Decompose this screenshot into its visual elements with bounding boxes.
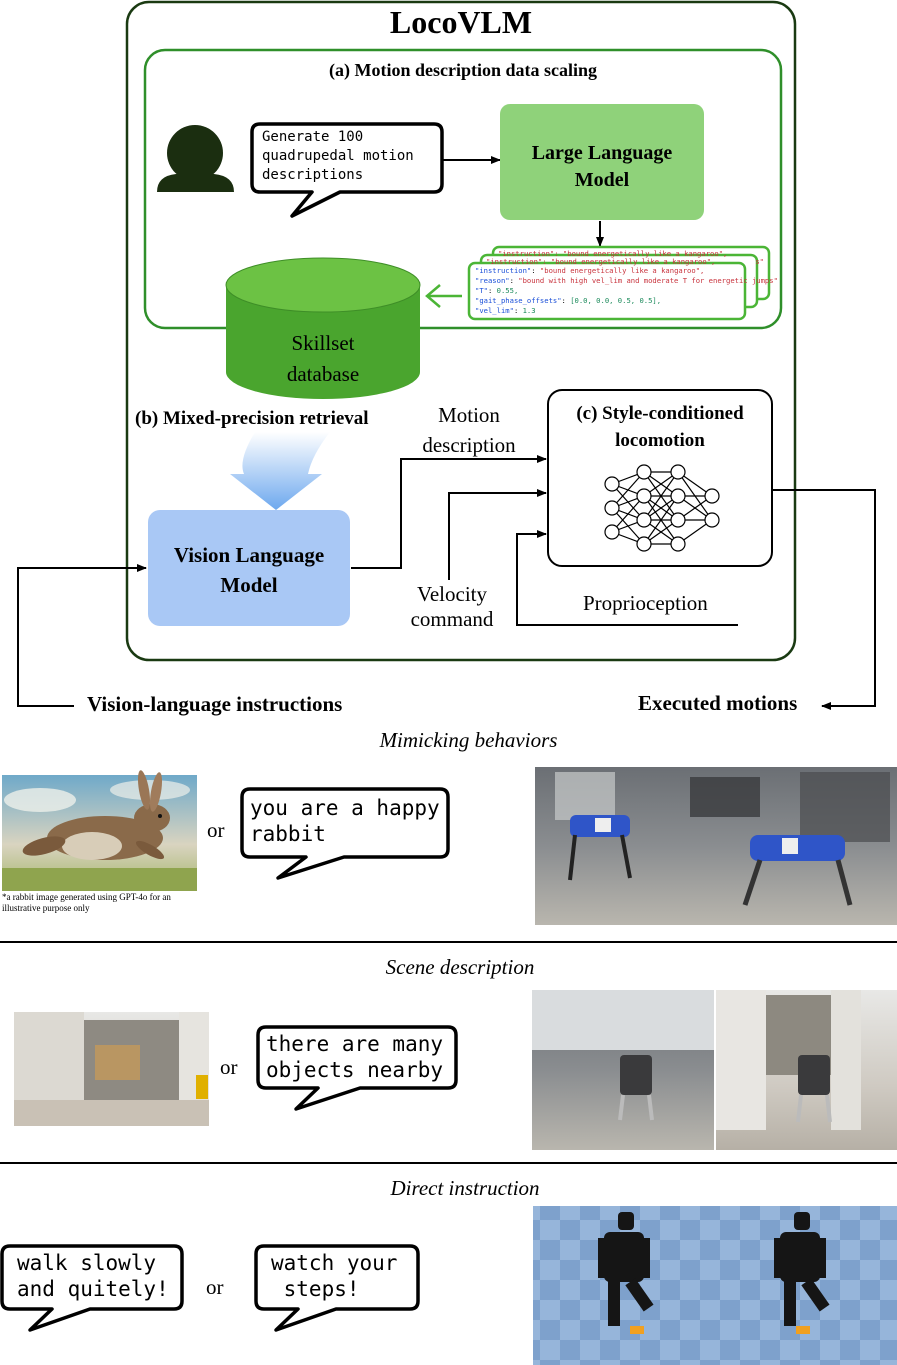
- direct-bubble-1-text: walk slowly and quitely!: [17, 1251, 169, 1301]
- section-a-heading: (a) Motion description data scaling: [329, 60, 597, 80]
- vlm-box: [148, 510, 350, 626]
- section-b-heading: (b) Mixed-precision retrieval: [135, 408, 369, 429]
- direct-bubble-2: [254, 1244, 420, 1332]
- database-label: Skillset database: [286, 331, 360, 386]
- json-instruction-val: "bound energetically like a kangaroo",: [539, 266, 705, 275]
- json-t-val: 0.55,: [496, 286, 519, 295]
- rabbit-bubble-text: you are a happy rabbit: [250, 796, 440, 846]
- section-c-heading: (c) Style-conditioned locomotion: [576, 403, 744, 451]
- json-instruction-key: "instruction": [475, 266, 532, 275]
- arrow-motion-description: [351, 455, 547, 569]
- direct-bubble-2-text: watch your steps!: [271, 1251, 398, 1301]
- prompt-bubble: [250, 122, 444, 218]
- robots-lab-photo: [535, 767, 897, 925]
- json-vel-val: 1.3: [522, 306, 536, 315]
- direct-bubble-1: [0, 1244, 184, 1332]
- llm-label: Large Language Model: [531, 142, 673, 191]
- json-front-text: "instruction": "bound energetically like…: [475, 266, 778, 316]
- executed-motions-label: Executed motions: [638, 691, 798, 715]
- section-a-frame: [143, 48, 783, 330]
- proprioception-label: Proprioception: [583, 591, 708, 615]
- prompt-bubble-text: Generate 100 quadrupedal motion descript…: [262, 129, 414, 183]
- rabbit-caption: *a rabbit image generated using GPT-4o f…: [2, 892, 171, 913]
- json-gait-val: [0.0, 0.0, 0.5, 0.5],: [570, 296, 662, 305]
- diagram-title: LocoVLM: [389, 4, 533, 40]
- json-back2-text: "instruction": "bound energetically like…: [498, 249, 727, 259]
- json-back1-suffix: s": [755, 257, 764, 266]
- scene-photos: [532, 990, 897, 1150]
- json-back1-text: "instruction": "bound energetically like…: [486, 257, 764, 267]
- arrow-json-to-database: [425, 284, 462, 308]
- json-gait-key: "gait_phase_offsets": [475, 296, 562, 305]
- arrow-proprioception: [516, 530, 738, 626]
- rabbit-image: [2, 770, 197, 891]
- humanoid-sim-image: [533, 1206, 897, 1365]
- mimicking-heading: Mimicking behaviors: [379, 728, 558, 752]
- locovlm-frame: [125, 0, 797, 662]
- neural-network-icon: [604, 464, 720, 552]
- arrow-vision-language-instructions: [17, 564, 147, 707]
- retrieval-arrow: [230, 432, 330, 510]
- scene-bubble-text: there are many objects nearby: [266, 1032, 444, 1082]
- direct-or: or: [206, 1275, 224, 1299]
- doorway-image: [14, 1012, 209, 1126]
- vlm-label: Vision Language Model: [173, 543, 325, 597]
- scene-heading: Scene description: [385, 955, 535, 979]
- user-icon: [157, 125, 234, 192]
- motion-description-label: Motion description: [422, 403, 516, 457]
- json-t-key: "T": [475, 286, 488, 295]
- json-reason-val: "bound with high vel_lim and moderate T …: [518, 276, 778, 285]
- arrow-velocity-command: [448, 489, 547, 580]
- skillset-database-icon: [225, 257, 421, 399]
- arrow-executed-motions: [773, 489, 876, 710]
- vision-language-instructions-label: Vision-language instructions: [87, 692, 343, 716]
- scene-or: or: [220, 1055, 238, 1079]
- json-reason-key: "reason": [475, 276, 510, 285]
- json-back2-line: "instruction": "bound energetically like…: [498, 249, 728, 258]
- mimicking-or: or: [207, 818, 225, 842]
- json-vel-key: "vel_lim": [475, 306, 514, 315]
- velocity-command-label: Velocity command: [410, 582, 494, 631]
- direct-heading: Direct instruction: [390, 1176, 540, 1200]
- rabbit-bubble: [240, 787, 450, 880]
- scene-bubble: [256, 1025, 458, 1111]
- json-back1-line: "instruction": "bound energetically like…: [486, 257, 716, 266]
- llm-box: [500, 104, 704, 220]
